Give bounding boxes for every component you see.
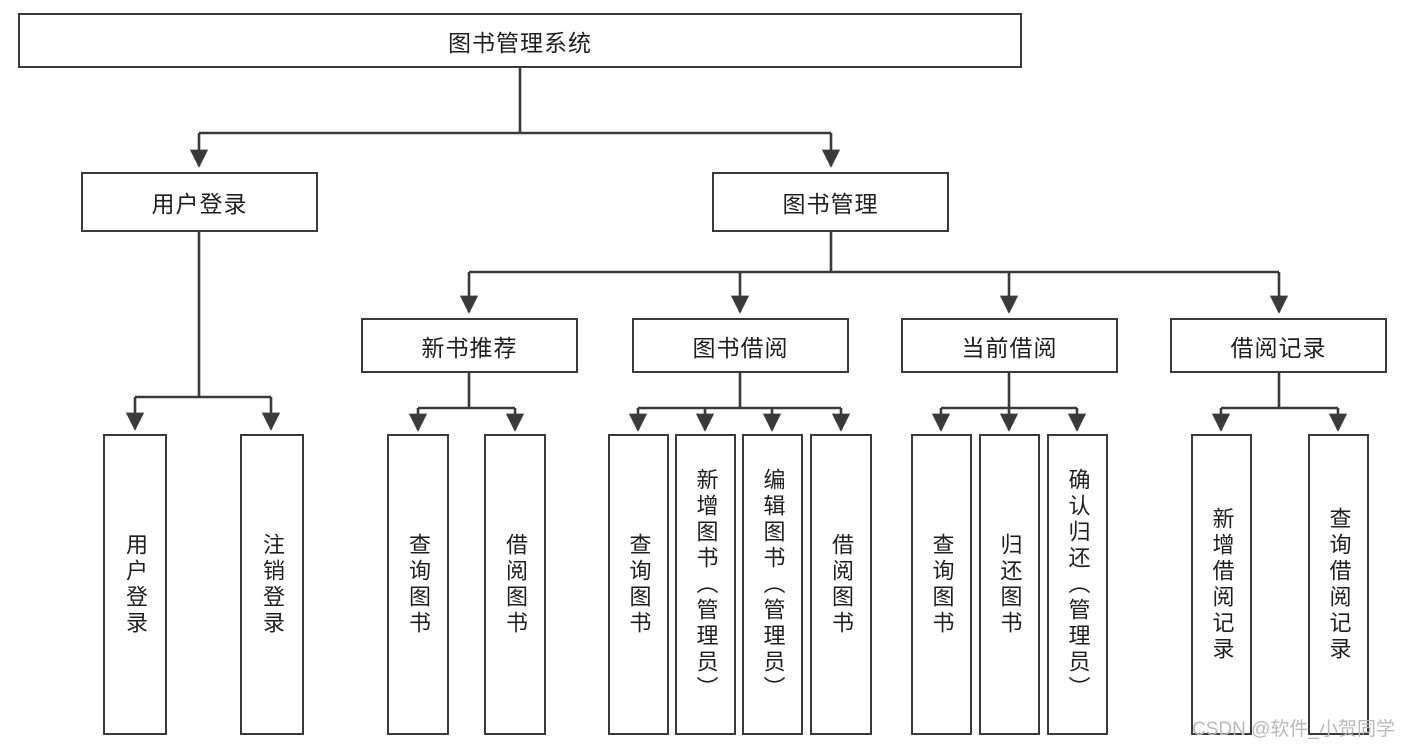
node-user-login[interactable]: 用户登录 bbox=[81, 172, 318, 232]
leaf-record-add-record[interactable]: 新增借阅记录 bbox=[1191, 434, 1252, 735]
leaf-borrow-add-book-admin[interactable]: 新增图书（管理员） bbox=[675, 434, 736, 735]
leaf-borrow-edit-book-admin[interactable]: 编辑图书（管理员） bbox=[742, 434, 803, 735]
node-new-book-recommend[interactable]: 新书推荐 bbox=[361, 318, 578, 373]
node-current-borrow[interactable]: 当前借阅 bbox=[901, 318, 1118, 373]
leaf-new-book-borrow[interactable]: 借阅图书 bbox=[484, 434, 546, 735]
leaf-borrow-query-book[interactable]: 查询图书 bbox=[608, 434, 669, 735]
leaf-borrow-borrow-book[interactable]: 借阅图书 bbox=[810, 434, 872, 735]
node-borrow-record[interactable]: 借阅记录 bbox=[1170, 318, 1387, 373]
node-book-management[interactable]: 图书管理 bbox=[712, 172, 949, 232]
leaf-current-return-book[interactable]: 归还图书 bbox=[979, 434, 1040, 735]
leaf-new-book-query[interactable]: 查询图书 bbox=[387, 434, 449, 735]
node-root-system[interactable]: 图书管理系统 bbox=[18, 13, 1022, 68]
leaf-record-query-record[interactable]: 查询借阅记录 bbox=[1308, 434, 1369, 735]
leaf-current-confirm-return-admin[interactable]: 确认归还（管理员） bbox=[1047, 434, 1108, 735]
leaf-user-login-login[interactable]: 用户登录 bbox=[103, 434, 167, 735]
leaf-current-query-book[interactable]: 查询图书 bbox=[911, 434, 972, 735]
node-book-borrow[interactable]: 图书借阅 bbox=[632, 318, 849, 373]
leaf-user-login-logout[interactable]: 注销登录 bbox=[240, 434, 304, 735]
